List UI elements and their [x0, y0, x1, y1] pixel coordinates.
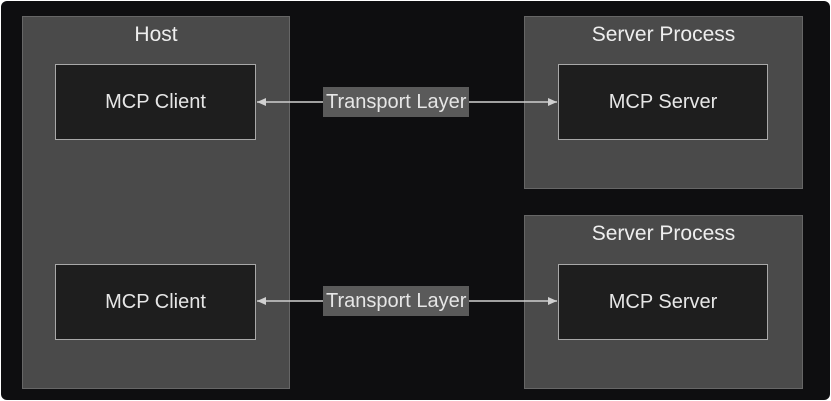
mcp-client-node-2: MCP Client: [55, 264, 256, 340]
mcp-server-node-1: MCP Server: [558, 64, 768, 140]
host-title: Host: [134, 23, 178, 46]
transport-layer-label-1: Transport Layer: [323, 87, 470, 117]
server-process-title-2: Server Process: [591, 222, 736, 245]
mcp-server-node-2: MCP Server: [558, 264, 768, 340]
mcp-client-node-1: MCP Client: [55, 64, 256, 140]
transport-layer-label-2: Transport Layer: [323, 286, 470, 316]
server-process-title-1: Server Process: [591, 23, 736, 46]
